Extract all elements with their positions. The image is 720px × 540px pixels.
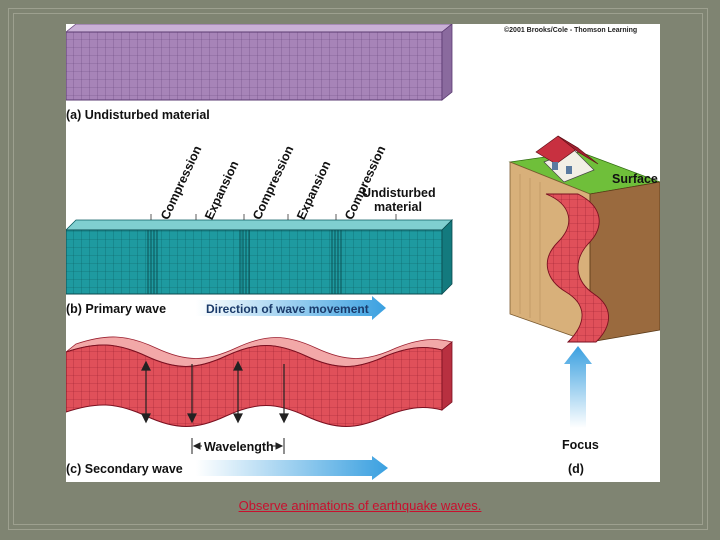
copyright-text: ©2001 Brooks/Cole - Thomson Learning — [504, 27, 638, 34]
undisturbed-material-line2: material — [374, 200, 422, 214]
direction-arrow — [196, 296, 386, 320]
seismic-waves-diagram — [66, 24, 660, 480]
secondary-direction-arrow — [196, 456, 388, 480]
earth-cross-section — [508, 135, 660, 343]
outer-frame — [8, 8, 708, 530]
surface-label: Surface — [612, 172, 658, 186]
wavelength-bracket — [191, 438, 285, 454]
primary-wave-block — [66, 214, 453, 295]
undisturbed-block — [66, 24, 453, 101]
label-secondary-wave: (c) Secondary wave — [66, 462, 183, 476]
label-undisturbed: (a) Undisturbed material — [66, 108, 210, 122]
secondary-wave-block — [66, 336, 453, 427]
label-primary-wave: (b) Primary wave — [66, 302, 167, 316]
undisturbed-material-line1: Undisturbed — [362, 186, 436, 200]
inner-frame — [13, 13, 703, 525]
diagram-panel: ©2001 Brooks/Cole - Thomson Learning (a)… — [66, 24, 660, 482]
label-d: (d) — [568, 462, 584, 476]
animations-link[interactable]: Observe animations of earthquake waves. — [238, 498, 482, 513]
direction-label: Direction of wave movement — [206, 302, 369, 316]
focus-arrow — [564, 346, 592, 428]
wavelength-label: Wavelength — [204, 440, 274, 454]
focus-label: Focus — [562, 438, 599, 452]
